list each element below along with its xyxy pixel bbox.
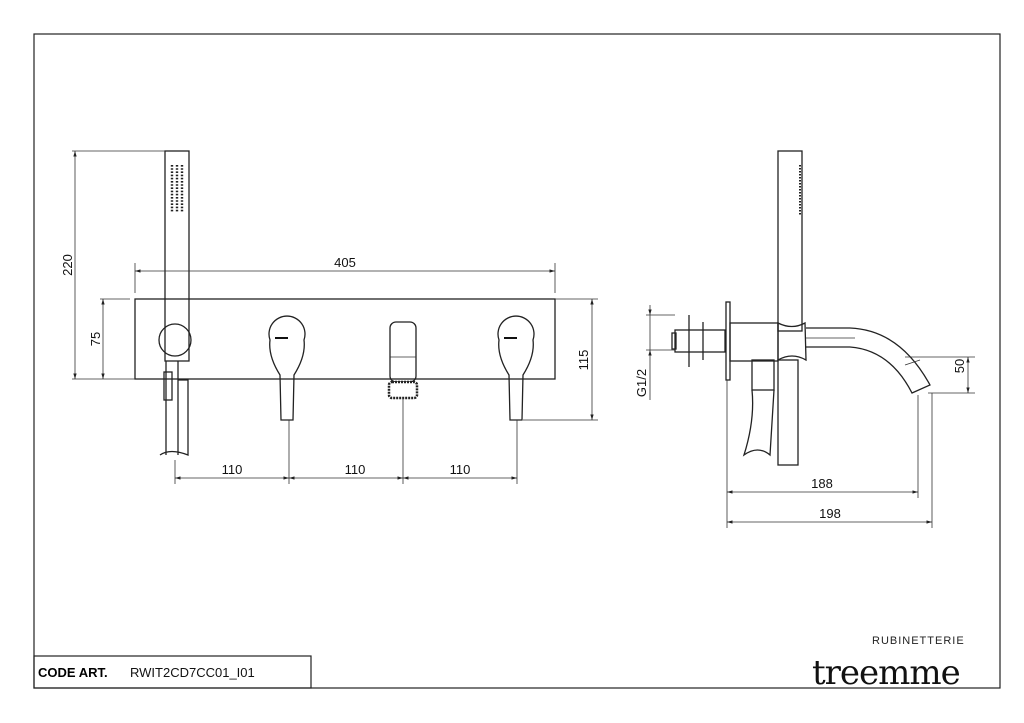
shower-nozzles (170, 165, 184, 213)
title-block (33, 655, 312, 689)
lever-right (497, 315, 535, 421)
side-view: G1/2 50 188 198 (634, 150, 975, 528)
dim-220: 220 (60, 254, 75, 276)
dim-110-3: 110 (450, 462, 471, 477)
brand-logo: RUBINETTERIE treemme (812, 635, 965, 693)
dim-198: 198 (819, 506, 841, 521)
code-label: CODE ART. (38, 665, 108, 680)
drawing-frame (33, 33, 1001, 689)
spout-front (387, 321, 419, 400)
brand-name: treemme (812, 653, 960, 693)
dim-75: 75 (88, 332, 103, 346)
dim-188: 188 (811, 476, 833, 491)
dim-g12: G1/2 (634, 369, 649, 397)
dim-405: 405 (334, 255, 356, 270)
lever-left (268, 315, 306, 421)
dim-115: 115 (576, 350, 591, 371)
dim-50: 50 (952, 359, 967, 373)
front-view: 220 75 405 115 110 110 110 (60, 150, 598, 484)
code-value: RWIT2CD7CC01_I01 (130, 665, 255, 680)
dim-110-1: 110 (222, 462, 243, 477)
dim-110-2: 110 (345, 462, 366, 477)
brand-subtitle: RUBINETTERIE (872, 635, 965, 647)
